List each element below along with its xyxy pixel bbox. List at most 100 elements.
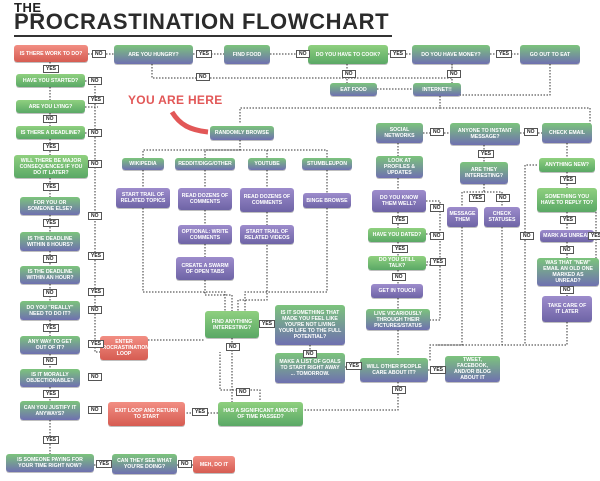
node-time-passed: HAS A SIGNIFICANT AMOUNT OF TIME PASSED?: [218, 402, 303, 426]
you-are-here-arrow: [169, 110, 209, 135]
node-others-care: WILL OTHER PEOPLE CARE ABOUT IT?: [360, 358, 428, 382]
tag-no: NO: [447, 70, 461, 78]
tag-yes: YES: [346, 362, 363, 370]
node-wikipedia: WIKIPEDIA: [122, 158, 164, 170]
tag-yes: YES: [43, 324, 60, 332]
node-check-statuses: CHECK STATUSES: [484, 207, 520, 227]
tag-yes: YES: [469, 194, 486, 202]
node-binge-browse: BINGE BROWSE: [303, 193, 351, 208]
tag-no: NO: [303, 350, 317, 358]
node-trail-related-videos: START TRAIL OF RELATED VIDEOS: [240, 225, 294, 244]
tag-yes: YES: [392, 245, 409, 253]
node-optional-write-comments: OPTIONAL: WRITE COMMENTS: [178, 225, 232, 244]
tag-no: NO: [560, 246, 574, 254]
tag-no: NO: [392, 386, 406, 394]
tag-yes: YES: [588, 232, 600, 240]
node-stumbleupon: STUMBLEUPON: [302, 158, 352, 170]
node-really-need: DO YOU "REALLY" NEED TO DO IT?: [20, 301, 80, 320]
tag-no: NO: [430, 128, 444, 136]
tag-yes: YES: [430, 366, 447, 374]
flowchart-title: PROCRASTINATION FLOWCHART: [14, 9, 390, 34]
node-profiles-updates: LOOK AT PROFILES & UPDATES: [376, 156, 423, 178]
tag-yes: YES: [390, 50, 407, 58]
tag-yes: YES: [496, 50, 513, 58]
node-justify-anyways: CAN YOU JUSTIFY IT ANYWAYS?: [20, 401, 80, 420]
tag-yes: YES: [392, 216, 409, 224]
node-is-there-work: IS THERE WORK TO DO?: [14, 45, 88, 62]
title-underline: [14, 35, 392, 37]
tag-yes: YES: [88, 340, 105, 348]
tag-no: NO: [342, 70, 356, 78]
node-enter-loop: ENTER PROCRASTINATION LOOP: [99, 336, 149, 360]
tag-no: NO: [88, 406, 102, 414]
node-trail-related-topics: START TRAIL OF RELATED TOPICS: [116, 188, 170, 208]
node-exit-loop: EXIT LOOP AND RETURN TO START: [108, 402, 185, 426]
node-have-you-started: HAVE YOU STARTED?: [16, 74, 85, 87]
tag-no: NO: [88, 129, 102, 137]
tag-yes: YES: [88, 96, 105, 104]
title-prefix: THE: [14, 0, 42, 15]
tag-no: NO: [88, 373, 102, 381]
node-have-money: DO YOU HAVE MONEY?: [412, 45, 490, 64]
node-swarm-open-tabs: CREATE A SWARM OF OPEN TABS: [176, 257, 234, 280]
tag-no: NO: [178, 460, 192, 468]
node-find-food: FIND FOOD: [224, 45, 270, 64]
node-can-they-see: CAN THEY SEE WHAT YOU'RE DOING?: [112, 454, 177, 474]
tag-yes: YES: [560, 176, 577, 184]
tag-no: NO: [43, 255, 57, 263]
node-take-care-later: TAKE CARE OF IT LATER: [542, 296, 592, 322]
tag-no: NO: [296, 50, 310, 58]
node-know-them-well: DO YOU KNOW THEM WELL?: [372, 190, 426, 212]
node-still-talk: DO YOU STILL TALK?: [368, 256, 426, 270]
node-feel-like: IS IT SOMETHING THAT MADE YOU FEEL LIKE …: [275, 305, 345, 345]
tag-no: NO: [226, 343, 240, 351]
tag-yes: YES: [192, 408, 209, 416]
node-are-they-interesting: ARE THEY INTERESTING?: [460, 162, 508, 184]
node-social-networks: SOCIAL NETWORKS: [376, 123, 423, 143]
node-are-you-hungry: ARE YOU HUNGRY?: [114, 45, 193, 64]
tag-no: NO: [392, 273, 406, 281]
node-internet: INTERNET!!: [413, 83, 461, 96]
node-mark-unread: MARK AS UNREAD: [540, 230, 594, 242]
node-get-in-touch: GET IN TOUCH: [371, 284, 423, 298]
tag-no: NO: [43, 357, 57, 365]
node-have-you-dated: HAVE YOU DATED?: [368, 228, 426, 242]
node-major-consequences: WILL THERE BE MAJOR CONSEQUENCES IF YOU …: [14, 155, 88, 178]
node-list-of-goals: MAKE A LIST OF GOALS TO START RIGHT AWAY…: [275, 353, 345, 383]
tag-yes: YES: [430, 258, 447, 266]
tag-yes: YES: [88, 288, 105, 296]
node-deadline-8-hours: IS THE DEADLINE WITHIN 8 HOURS?: [20, 232, 80, 251]
you-are-here-label: YOU ARE HERE: [128, 93, 223, 107]
tag-no: NO: [92, 50, 106, 58]
tag-no: NO: [88, 160, 102, 168]
node-live-vicariously: LIVE VICARIOUSLY THROUGH THEIR PICTURES/…: [366, 309, 430, 330]
tag-yes: YES: [478, 150, 495, 158]
tag-no: NO: [88, 212, 102, 220]
node-randomly-browse: RANDOMLY BROWSE: [210, 126, 274, 140]
tag-no: NO: [430, 204, 444, 212]
node-tweet-facebook: TWEET, FACEBOOK, AND/OR BLOG ABOUT IT: [445, 356, 500, 382]
node-someone-paying: IS SOMEONE PAYING FOR YOUR TIME RIGHT NO…: [6, 454, 94, 472]
tag-no: NO: [524, 128, 538, 136]
tag-no: NO: [236, 388, 250, 396]
tag-no: NO: [560, 286, 574, 294]
tag-no: NO: [496, 194, 510, 202]
node-are-you-lying: ARE YOU LYING?: [16, 100, 85, 113]
node-is-there-deadline: IS THERE A DEADLINE?: [16, 126, 85, 139]
tag-no: NO: [196, 73, 210, 81]
node-anything-new: ANYTHING NEW?: [539, 158, 595, 172]
node-find-interesting: FIND ANYTHING INTERESTING?: [205, 311, 259, 338]
node-for-you: FOR YOU OR SOMEONE ELSE?: [20, 197, 80, 215]
tag-yes: YES: [96, 460, 113, 468]
node-any-way-out: ANY WAY TO GET OUT OF IT?: [20, 336, 80, 354]
node-new-email-old: WAS THAT "NEW" EMAIL AN OLD ONE MARKED A…: [537, 258, 599, 286]
node-check-email: CHECK EMAIL: [542, 123, 592, 143]
tag-yes: YES: [88, 252, 105, 260]
tag-yes: YES: [259, 320, 276, 328]
tag-yes: YES: [43, 65, 60, 73]
tag-no: NO: [88, 306, 102, 314]
node-anyone-to-message: ANYONE TO INSTANT MESSAGE?: [450, 123, 520, 145]
tag-yes: YES: [43, 436, 60, 444]
node-deadline-1-hour: IS THE DEADLINE WITHIN AN HOUR?: [20, 266, 80, 284]
tag-yes: YES: [43, 143, 60, 151]
